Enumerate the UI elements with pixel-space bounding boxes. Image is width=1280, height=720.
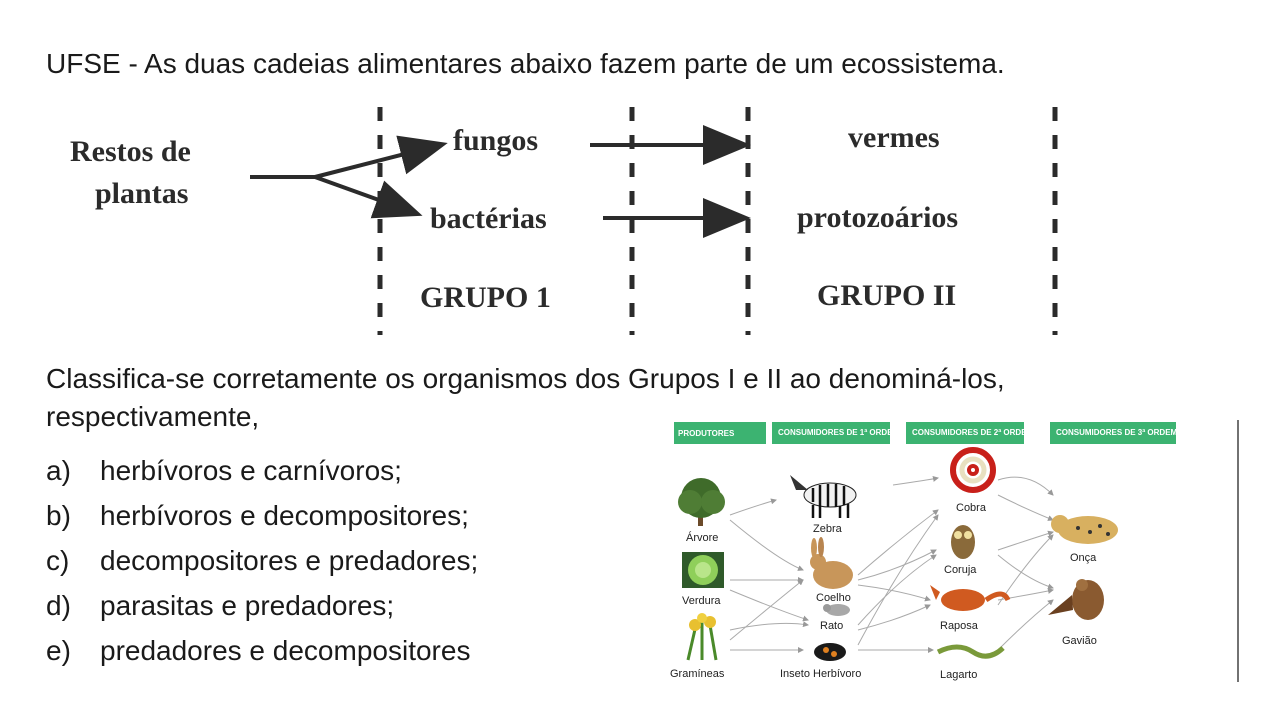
header-producers-label: PRODUTORES <box>678 429 735 438</box>
mouse-icon <box>823 604 850 616</box>
page-heading: UFSE - As duas cadeias alimentares abaix… <box>46 48 1005 79</box>
label-gramineas: Gramíneas <box>670 668 725 680</box>
header-producers <box>674 422 766 444</box>
label-onca: Onça <box>1070 552 1097 564</box>
option-letter: d) <box>46 590 71 621</box>
option-text: herbívoros e carnívoros; <box>100 455 402 486</box>
zebra-icon <box>790 475 857 518</box>
rabbit-icon <box>810 537 853 589</box>
insect-icon <box>814 643 846 661</box>
label-cobra: Cobra <box>956 502 987 514</box>
grass-flower-icon <box>686 613 718 661</box>
jaguar-icon <box>1051 515 1118 544</box>
answer-options: a) herbívoros e carnívoros; b) herbívoros … <box>46 448 478 673</box>
tree-icon <box>678 478 725 526</box>
label-raposa: Raposa <box>940 620 979 632</box>
owl-icon <box>951 525 975 559</box>
header-primary <box>772 422 890 444</box>
option-d: d) parasitas e predadores; <box>46 583 478 628</box>
arrows <box>250 125 751 238</box>
food-web-figure: PRODUTORES CONSUMIDORES DE 1ª ORDEM CONS… <box>668 420 1240 682</box>
option-letter: c) <box>46 545 70 576</box>
option-text: decompositores e predadores; <box>100 545 479 576</box>
question-line1: Classifica-se corretamente os organismos… <box>46 363 1005 394</box>
header-tertiary <box>1050 422 1176 444</box>
header-tertiary-label: CONSUMIDORES DE 3ª ORDEM <box>1056 428 1178 437</box>
lettuce-icon <box>682 552 724 588</box>
header-secondary <box>906 422 1024 444</box>
food-chain-diagram: Restos de plantas fungos bactérias verme… <box>70 107 1058 335</box>
label-inseto: Inseto Herbívoro <box>780 668 861 680</box>
label-arvore: Árvore <box>686 531 718 544</box>
source-label-line1: Restos de <box>70 135 191 168</box>
option-b: b) herbívoros e decompositores; <box>46 493 478 538</box>
label-zebra: Zebra <box>813 523 843 535</box>
label-verdura: Verdura <box>682 595 721 607</box>
fox-icon <box>930 585 1011 611</box>
label-lagarto: Lagarto <box>940 669 977 681</box>
question-line2: respectivamente, <box>46 401 260 432</box>
group2-top-organism: vermes <box>848 121 940 154</box>
label-gaviao: Gavião <box>1062 635 1097 647</box>
lizard-icon <box>936 644 1005 659</box>
option-text: herbívoros e decompositores; <box>100 500 469 531</box>
label-rato: Rato <box>820 620 843 632</box>
group1-top-organism: fungos <box>453 124 538 157</box>
hawk-icon <box>1048 579 1104 620</box>
header-secondary-label: CONSUMIDORES DE 2ª ORDEM <box>912 428 1034 437</box>
group2-bottom-organism: protozoários <box>797 201 958 234</box>
option-letter: b) <box>46 500 71 531</box>
question-text: Classifica-se corretamente os organismos… <box>46 360 1226 436</box>
option-c: c) decompositores e predadores; <box>46 538 478 583</box>
source-label-line2: plantas <box>95 177 188 210</box>
option-letter: e) <box>46 635 71 666</box>
label-coruja: Coruja <box>944 564 977 576</box>
label-coelho: Coelho <box>816 592 851 604</box>
option-text: predadores e decompositores <box>100 635 471 666</box>
group2-label: GRUPO II <box>817 279 956 312</box>
group1-label: GRUPO 1 <box>420 281 551 314</box>
header-primary-label: CONSUMIDORES DE 1ª ORDEM <box>778 428 900 437</box>
snake-icon <box>950 447 996 493</box>
option-letter: a) <box>46 455 71 486</box>
option-text: parasitas e predadores; <box>100 590 395 621</box>
option-a: a) herbívoros e carnívoros; <box>46 448 478 493</box>
group1-bottom-organism: bactérias <box>430 202 547 235</box>
option-e: e) predadores e decompositores <box>46 628 478 673</box>
web-arrows <box>729 476 1054 653</box>
